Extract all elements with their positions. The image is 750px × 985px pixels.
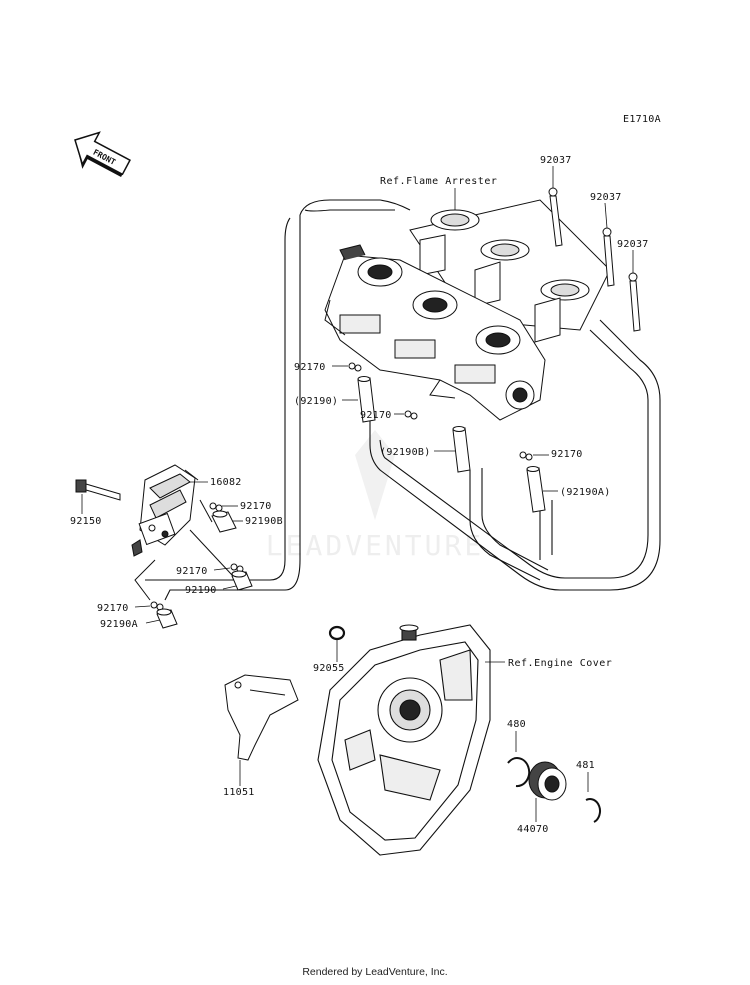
fuel-hose-loop <box>145 199 661 601</box>
watermark: LEADVENTURE <box>266 430 484 562</box>
bolt-92150 <box>75 479 121 501</box>
label-11051: 11051 <box>223 787 255 798</box>
label-92037-c: 92037 <box>617 239 649 250</box>
o-ring-92055 <box>328 625 346 641</box>
hoses <box>357 376 546 513</box>
bearing-44070 <box>528 761 567 801</box>
label-92190B: 92190B <box>245 516 283 527</box>
label-92150: 92150 <box>70 516 102 527</box>
label-92190A-paren: (92190A) <box>560 487 611 498</box>
leader-line <box>134 605 151 608</box>
label-92170-5: 92170 <box>176 566 208 577</box>
label-481: 481 <box>576 760 595 771</box>
leader-line <box>604 202 608 229</box>
label-480: 480 <box>507 719 526 730</box>
label-44070: 44070 <box>517 824 549 835</box>
diagram-code: E1710A <box>623 114 661 125</box>
leader-line <box>222 585 237 590</box>
label-92170-6: 92170 <box>97 603 129 614</box>
label-92170-4: 92170 <box>240 501 272 512</box>
footer-credit: Rendered by LeadVenture, Inc. <box>302 966 447 978</box>
label-92190: 92190 <box>185 585 217 596</box>
ref-engine-cover: Ref.Engine Cover <box>508 658 612 669</box>
leader-line <box>213 567 231 571</box>
watermark-text: LEADVENTURE <box>266 529 484 562</box>
pump-hoses <box>134 499 253 629</box>
fuel-pump <box>131 464 199 557</box>
label-92037-a: 92037 <box>540 155 572 166</box>
engine-cover <box>317 624 491 856</box>
front-arrow-icon: FRONT <box>74 131 131 177</box>
snap-ring-480 <box>507 757 531 788</box>
bracket-11051 <box>224 674 299 761</box>
label-92055: 92055 <box>313 663 345 674</box>
label-16082: 16082 <box>210 477 242 488</box>
label-92190-paren: (92190) <box>294 396 338 407</box>
ref-flame-arrester: Ref.Flame Arrester <box>380 176 497 187</box>
label-92170-2: 92170 <box>360 410 392 421</box>
hose-clips <box>348 362 533 461</box>
label-92170-3: 92170 <box>551 449 583 460</box>
leader-line <box>145 619 161 624</box>
label-92190B-paren: (92190B) <box>380 447 431 458</box>
snap-ring-481 <box>585 798 601 823</box>
label-92170-1: 92170 <box>294 362 326 373</box>
label-92190A: 92190A <box>100 619 138 630</box>
label-92037-b: 92037 <box>590 192 622 203</box>
